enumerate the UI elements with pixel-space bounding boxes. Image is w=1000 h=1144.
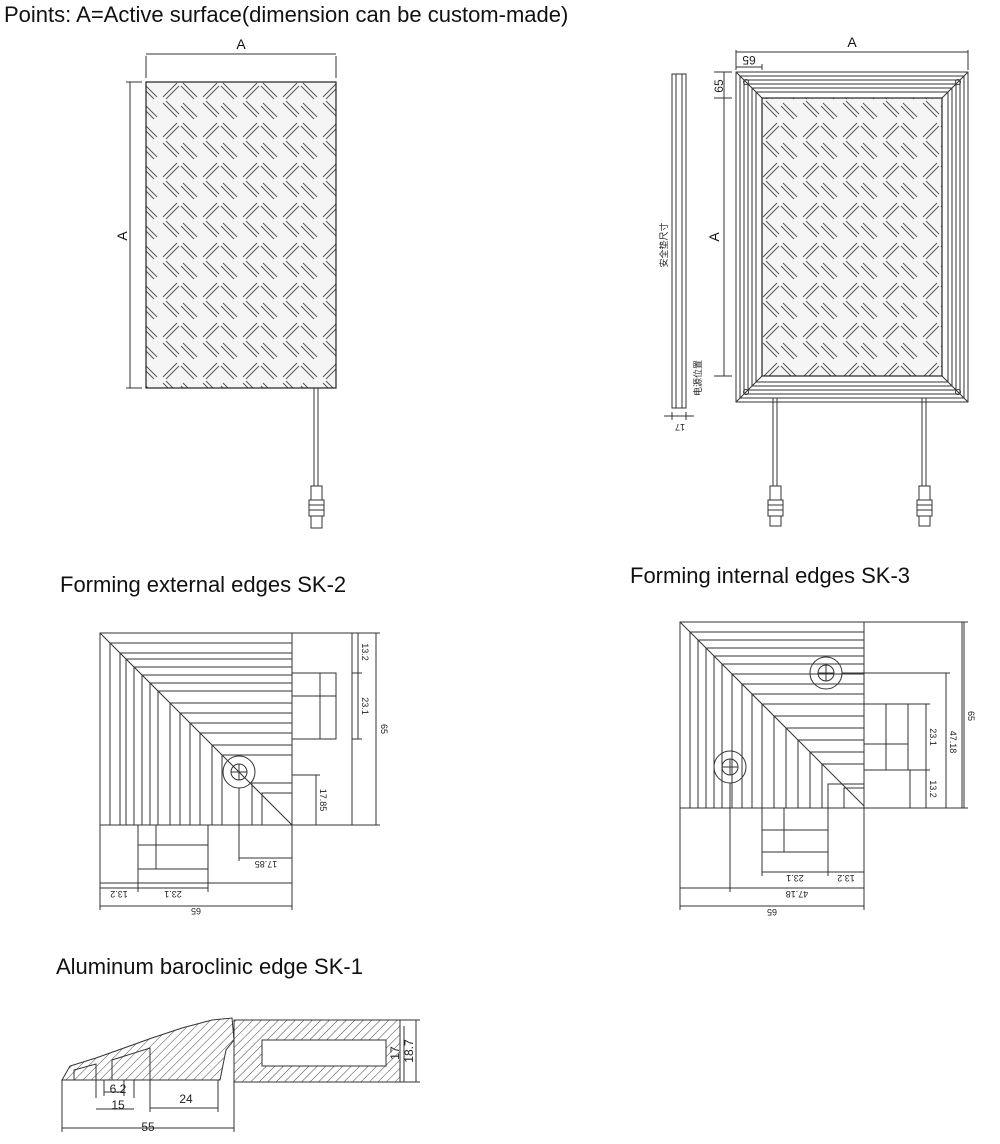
mat-left-tread-surface <box>145 81 337 389</box>
mat-left-drawing: A A <box>114 36 337 529</box>
sk2-dimension-lines <box>99 632 380 910</box>
sk3-dim-d8: 65 <box>767 907 777 917</box>
mat-right-power-label: 电源位置 <box>692 360 703 396</box>
sk2-dim-d3: 65 <box>379 724 389 734</box>
sk1-dim-d4: 55 <box>141 1120 155 1134</box>
sk1-dim-d2: 15 <box>111 1098 125 1112</box>
mat-right-corner-h-label: 65 <box>742 53 756 67</box>
sk1-title: Aluminum baroclinic edge SK-1 <box>56 954 363 979</box>
mat-right-frame <box>735 71 969 403</box>
sk2-dim-d8: 65 <box>191 906 201 916</box>
sk2-title: Forming external edges SK-2 <box>60 572 347 597</box>
mat-right-width-label: A <box>847 34 857 50</box>
mat-right-height-label: A <box>706 232 722 242</box>
sk2-dim-d2: 23.1 <box>360 697 370 715</box>
sk2-dim-d5: 17.85 <box>255 859 278 869</box>
sk3-dim-d3: 23.1 <box>928 728 938 746</box>
sk1-dim-d6: 18.7 <box>402 1039 416 1063</box>
mat-left-height-label: A <box>114 231 130 241</box>
sk3-dim-d7: 47.18 <box>786 889 809 899</box>
sk2-dim-d6: 13.2 <box>110 889 128 899</box>
sk3-drawing: 65 47.18 23.1 13.2 23.1 13.2 47.18 65 <box>679 621 976 917</box>
sk1-dimension-lines <box>61 1019 420 1132</box>
sk3-dim-d5: 23.1 <box>786 873 804 883</box>
sk3-dim-d4: 13.2 <box>928 780 938 798</box>
mat-left-width-label: A <box>236 36 246 52</box>
sk3-title: Forming internal edges SK-3 <box>630 563 911 588</box>
sk3-dim-d1: 65 <box>966 711 976 721</box>
sk3-dim-d6: 13.2 <box>837 873 855 883</box>
mat-left-cable <box>308 388 325 529</box>
mat-right-side-view <box>664 73 694 420</box>
sk2-drawing: 13.2 23.1 65 17.85 17.85 13.2 23.1 65 <box>99 632 389 916</box>
sk2-profile <box>99 632 353 884</box>
sk2-dim-d4: 17.85 <box>318 789 328 812</box>
mat-right-drawing: 17 安全垫尺寸 电源位置 <box>658 34 969 527</box>
sk1-dim-d3: 24 <box>179 1092 193 1106</box>
sk1-dim-d1: 6.2 <box>110 1082 127 1096</box>
sk3-dim-d2: 47.18 <box>948 731 958 754</box>
mat-right-corner-v-label: 65 <box>712 79 726 93</box>
sk1-dim-d5: 17 <box>388 1046 402 1060</box>
sk3-profile <box>679 621 963 889</box>
mat-right-cable-left <box>767 398 784 527</box>
mat-right-safety-label: 安全垫尺寸 <box>658 222 669 267</box>
sk1-hollow-cavity <box>261 1039 387 1067</box>
mat-right-cable-right <box>916 398 933 527</box>
sk1-drawing: 6.2 15 24 55 17 18.7 <box>61 1017 420 1134</box>
sk3-dimension-lines <box>679 621 968 910</box>
mat-right-thickness-label: 17 <box>675 422 685 432</box>
sk2-dim-d7: 23.1 <box>164 889 182 899</box>
points-note: Points: A=Active surface(dimension can b… <box>4 2 569 27</box>
sk2-dim-d1: 13.2 <box>360 643 370 661</box>
mat-right-tread-surface <box>761 97 943 377</box>
